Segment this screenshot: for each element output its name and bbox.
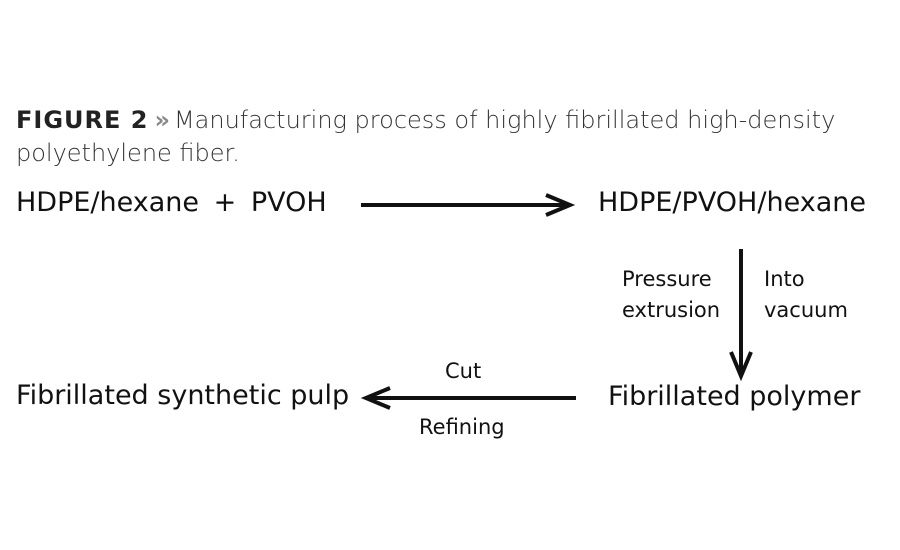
caption-text: Manufacturing process of highly fibrilla… xyxy=(16,106,836,167)
arrow-right xyxy=(361,193,576,217)
label-cut: Cut xyxy=(445,359,482,383)
node-hdpe-pvoh-hexane: HDPE/PVOH/hexane xyxy=(598,187,866,218)
label-into-vacuum: Into vacuum xyxy=(764,264,848,326)
label-pressure: Pressure xyxy=(622,267,712,291)
label-vacuum: vacuum xyxy=(764,298,848,322)
arrow-down xyxy=(729,249,753,382)
node-fibrillated-polymer: Fibrillated polymer xyxy=(608,381,861,412)
arrow-left xyxy=(360,386,576,410)
caption-separator: » xyxy=(154,106,170,134)
label-pressure-extrusion: Pressure extrusion xyxy=(622,264,720,326)
node-hdpe-hexane: HDPE/hexane xyxy=(16,187,200,218)
figure-caption: FIGURE 2»Manufacturing process of highly… xyxy=(16,104,876,170)
label-refining: Refining xyxy=(419,415,505,439)
node-fibrillated-synthetic-pulp: Fibrillated synthetic pulp xyxy=(16,380,350,411)
plus-sign: + xyxy=(213,187,237,218)
label-extrusion: extrusion xyxy=(622,298,721,322)
figure-label: FIGURE 2 xyxy=(16,106,149,134)
node-inputs: HDPE/hexane + PVOH xyxy=(16,187,327,218)
label-into: Into xyxy=(764,267,805,291)
node-pvoh: PVOH xyxy=(250,187,327,218)
